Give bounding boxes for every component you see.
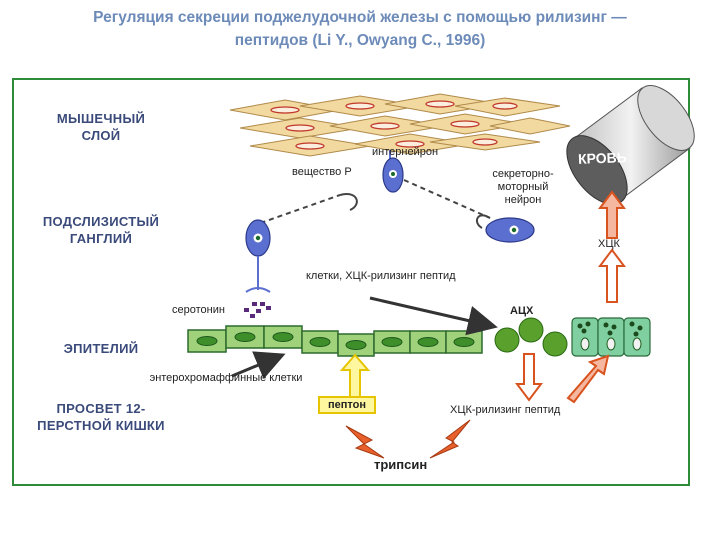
interneuron [382, 150, 404, 193]
muscle-layer [229, 93, 571, 157]
label-ach: АЦХ [510, 305, 534, 317]
label-peptone: пептон [318, 396, 377, 414]
diagram-frame [12, 78, 690, 486]
ganglion-neuron [245, 219, 271, 293]
label-secretomotor: секреторно-моторный нейрон [492, 168, 554, 206]
label-trypsin: трипсин [374, 457, 428, 472]
layer-label-muscle: МЫШЕЧНЫЙ СЛОЙ [56, 111, 146, 143]
title-line-1: Регуляция секреции поджелудочной железы … [93, 9, 627, 26]
arrow-enterochromaffin [231, 351, 286, 380]
label-cck-releasing: ХЦК-рилизинг пептид [450, 404, 561, 416]
arrow-down-cck-releasing [515, 353, 543, 402]
label-interneuron: интернейрон [372, 146, 439, 158]
ach-cells [494, 317, 568, 357]
acinar-cells [571, 317, 651, 357]
label-serotonin: серотонин [172, 304, 225, 316]
secretomotor-neuron [485, 217, 535, 243]
label-blood: КРОВЬ [577, 149, 628, 167]
epithelium-row [187, 325, 483, 357]
layer-label-epithelium: ЭПИТЕЛИЙ [63, 341, 139, 356]
label-cells-cck: клетки, ХЦК-рилизинг пептид [306, 270, 456, 282]
label-substance-p: вещество Р [292, 166, 352, 178]
label-cck-top: ХЦК [598, 238, 620, 250]
layer-label-submucosal: ПОДСЛИЗИСТЫЙ ГАНГЛИЙ [42, 214, 160, 246]
arrow-peptone-up [339, 353, 371, 399]
arrow-cck-to-blood [598, 190, 626, 303]
serotonin-granules [244, 302, 271, 318]
title-line-2: пептидов (Li Y., Owyang C., 1996) [234, 32, 486, 49]
arrow-up-to-acinar [566, 354, 610, 404]
label-enterochromaffin: энтерохромаффинные клетки [149, 372, 303, 384]
layer-label-lumen: ПРОСВЕТ 12-ПЕРСТНОЙ КИШКИ [37, 401, 165, 433]
blood-vessel [566, 85, 695, 205]
diagram-title: Регуляция секреции поджелудочной железы … [0, 6, 720, 52]
dashed-link-interneuron-to-secretomotor [403, 179, 491, 219]
trypsin-bolt-right [429, 419, 471, 459]
arrow-to-ach [369, 296, 498, 336]
trypsin-bolt-left [345, 425, 385, 459]
dashed-link-ganglion-to-substance-p [251, 194, 341, 227]
